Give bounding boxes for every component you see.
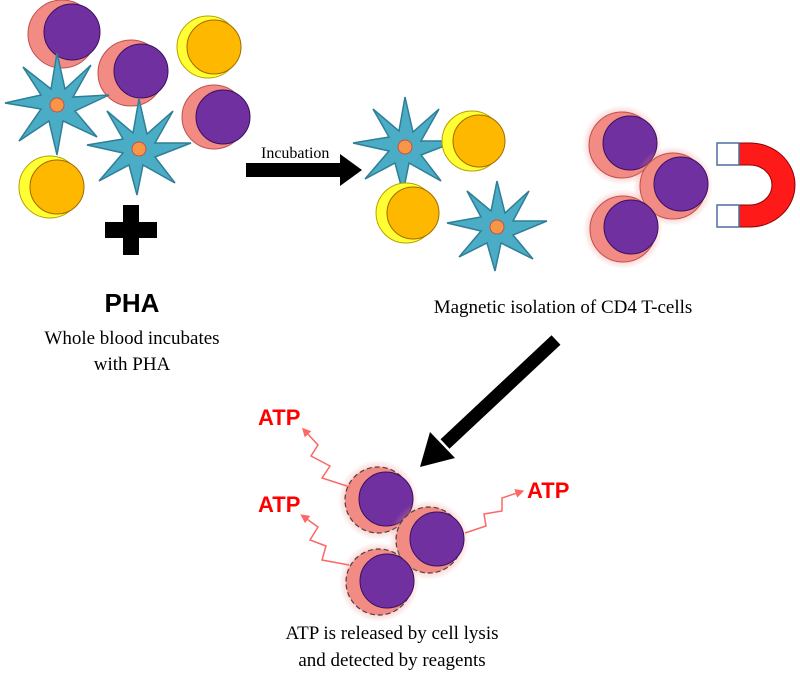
- magnetic-isolation-label: Magnetic isolation of CD4 T-cells: [434, 297, 693, 318]
- isolated-t-cell-3: [583, 189, 663, 269]
- result-description-line2: and detected by reagents: [298, 650, 485, 671]
- whole-blood-group: [4, 0, 251, 255]
- star-cell-4: [446, 180, 548, 272]
- t-cell-2: [97, 39, 169, 107]
- atp-label-1: ATP: [258, 405, 300, 430]
- atp-label-2: ATP: [258, 492, 300, 517]
- pha-description-line2: with PHA: [94, 354, 171, 375]
- yellow-cell-1: [176, 15, 242, 79]
- magnet-icon: [716, 142, 796, 228]
- result-description-line1: ATP is released by cell lysis: [285, 623, 498, 644]
- t-cell-3: [181, 84, 251, 150]
- incubation-arrow: [246, 154, 362, 186]
- atp-squiggle-2: [300, 514, 350, 566]
- isolated-t-cells-group: [582, 105, 713, 269]
- yellow-cell-4: [375, 182, 440, 244]
- atp-release-squiggles: [300, 427, 525, 566]
- star-cell-2: [86, 98, 192, 196]
- plus-icon: [105, 205, 157, 255]
- star-cell-3: [352, 96, 458, 194]
- yellow-cell-3: [441, 110, 506, 172]
- incubation-label: Incubation: [261, 145, 329, 162]
- pha-label: PHA: [105, 288, 160, 318]
- pha-description-line1: Whole blood incubates: [44, 328, 219, 349]
- lysed-cells-group: [338, 460, 469, 622]
- atp-label-3: ATP: [527, 478, 569, 503]
- lysed-t-cell-3: [339, 542, 419, 622]
- star-cell-1: [4, 52, 110, 156]
- t-cell-1: [27, 0, 101, 69]
- incubated-cells-group: [352, 96, 548, 272]
- isolated-t-cell-1: [582, 105, 662, 185]
- isolation-to-lysis-arrow: [420, 335, 561, 467]
- atp-squiggle-1: [301, 427, 351, 488]
- atp-squiggle-3: [464, 489, 525, 534]
- yellow-cell-2: [18, 155, 85, 219]
